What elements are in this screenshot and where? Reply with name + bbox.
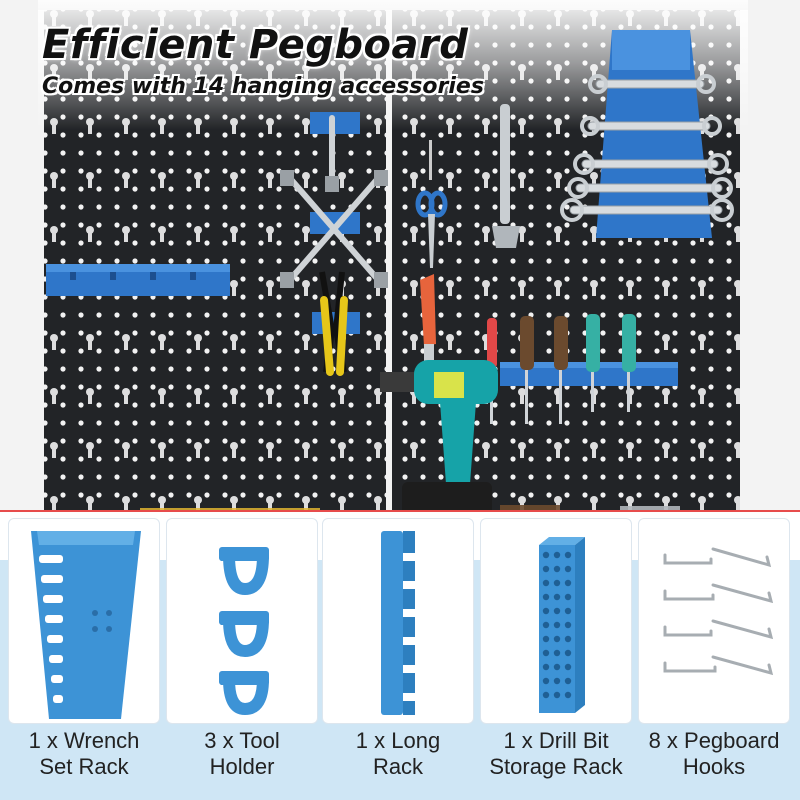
screwdriver-icon (487, 314, 636, 424)
caption-line1: 3 x Tool (204, 728, 280, 753)
lug-wrench-icon (285, 115, 383, 285)
card-drill-bit-rack (480, 518, 632, 724)
caption-line1: 1 x Wrench (28, 728, 140, 753)
scissors-icon (415, 140, 448, 268)
long-rack-icon (381, 531, 415, 715)
long-rack-mounted (46, 264, 230, 296)
card-long-rack (322, 518, 474, 724)
drill-bit-rack-icon (539, 537, 585, 713)
adjustable-wrench-icon (492, 104, 520, 248)
pliers-icon (319, 271, 348, 376)
caption-line2: Holder (209, 754, 275, 779)
hook-icon (663, 547, 774, 676)
caption-long-rack: 1 x Long Rack (319, 728, 477, 780)
caption-line1: 8 x Pegboard (648, 728, 780, 753)
card-wrench-set-rack (8, 518, 160, 724)
card-pegboard-hooks (638, 518, 790, 724)
page-title: Efficient Pegboard (42, 22, 469, 68)
caption-pegboard-hooks: 8 x Pegboard Hooks (635, 728, 793, 780)
pegboard-illustration (38, 0, 748, 520)
page-subtitle: Comes with 14 hanging accessories (42, 74, 484, 99)
pegboard-scene: Efficient Pegboard Comes with 14 hanging… (0, 0, 800, 520)
caption-tool-holder: 3 x Tool Holder (163, 728, 321, 780)
caption-drill-bit-rack: 1 x Drill Bit Storage Rack (477, 728, 635, 780)
caption-line2: Hooks (682, 754, 746, 779)
caption-wrench-set-rack: 1 x Wrench Set Rack (5, 728, 163, 780)
caption-line1: 1 x Long (355, 728, 441, 753)
tool-holder-icon (219, 547, 269, 715)
caption-line2: Storage Rack (489, 754, 623, 779)
caption-line1: 1 x Drill Bit (503, 728, 609, 753)
divider-line (0, 510, 800, 512)
caption-line2: Rack (372, 754, 424, 779)
caption-line2: Set Rack (39, 754, 129, 779)
wrench-icon (569, 79, 723, 215)
card-tool-holder (166, 518, 318, 724)
wrench-rack-icon (31, 531, 141, 719)
